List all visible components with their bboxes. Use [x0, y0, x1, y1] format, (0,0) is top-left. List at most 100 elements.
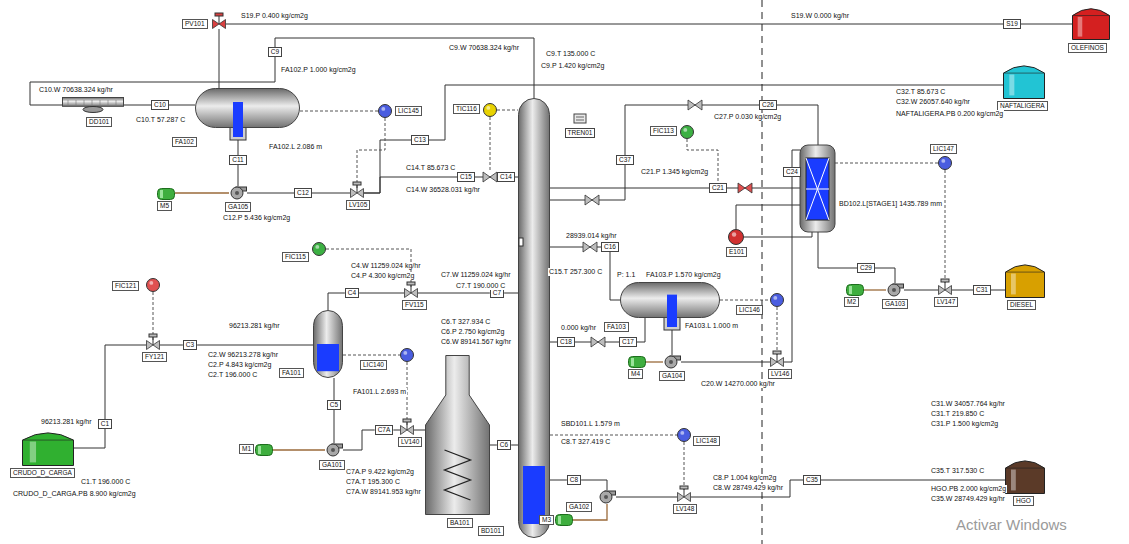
pipe-line: [681, 362, 770, 363]
pipe-line: [414, 430, 425, 431]
pipe-line: [818, 232, 858, 268]
control-valve: PV101: [212, 19, 226, 29]
horizontal-drum: FA102: [195, 88, 300, 128]
stream-value: FA103.L 1.000 m: [684, 322, 739, 330]
signal-line: [550, 435, 677, 436]
equipment-tag: LIC140: [360, 360, 387, 370]
storage-tank: CRUDO_D_CARGA: [22, 430, 74, 466]
tank-body: [23, 433, 74, 466]
controller: FIC121: [146, 278, 160, 292]
equipment-tag: FA102: [172, 137, 197, 147]
pipe-line: [616, 497, 677, 498]
stream-value: C7A.T 195.300 C: [345, 478, 401, 486]
energy-line: [273, 449, 325, 450]
pipe-line: [160, 345, 183, 346]
pipe-line: [691, 480, 803, 497]
pipe-line: [197, 345, 313, 346]
drum-liquid: [233, 102, 243, 137]
pipe-line: [821, 480, 1005, 481]
motor-icon: [157, 188, 175, 200]
stream-value: HGO.PB 2.000 kg/cm2g: [930, 485, 1007, 493]
stream-tag: C1: [98, 419, 112, 429]
controller-shine: [381, 107, 385, 111]
controller-bubble: [484, 104, 497, 117]
valve-body: [678, 493, 691, 502]
equipment-tag: LV140: [398, 437, 422, 447]
valve-stem: [411, 285, 412, 293]
controller: LIC140: [400, 348, 414, 362]
stream-tag: C5: [327, 400, 341, 410]
vertical-drum-icon: [313, 310, 343, 378]
tag-text: C35: [806, 476, 818, 483]
energy-line: [646, 361, 663, 362]
controller-icon: [378, 104, 392, 118]
equipment-tag: OLEFINOS: [1068, 43, 1107, 53]
area-divider: [762, 0, 763, 544]
pipe-line: [504, 293, 518, 294]
controller-icon: [146, 278, 160, 292]
stream-tag: C3: [183, 340, 197, 350]
motor-body: [556, 515, 573, 526]
pump-eye: [331, 448, 335, 452]
stream-value: FA101.L 2.693 m: [352, 388, 407, 396]
stream-value: 28939.014 kg/hr: [565, 232, 618, 240]
stream-value: FA102.L 2.086 m: [268, 143, 323, 151]
motor-icon: [628, 356, 646, 368]
stream-tag: C18: [557, 337, 575, 347]
controller: FIC115: [312, 242, 326, 256]
valve-symbol: [583, 242, 597, 252]
tank-body: [1006, 461, 1045, 494]
pipe-line: [74, 429, 105, 448]
valve-stem: [153, 337, 154, 345]
pipe-line: [359, 293, 404, 294]
stream-value: 96213.281 kg/hr: [228, 322, 281, 330]
stream-value: C21.P 1.345 kg/cm2g: [640, 168, 709, 176]
tag-text: C11: [232, 156, 243, 163]
motor-body: [847, 285, 864, 296]
train-icon: [574, 114, 586, 123]
pipe-line: [247, 193, 294, 194]
controller-icon: [483, 103, 497, 117]
controller: LIC147: [938, 156, 952, 170]
equipment-tag: M3: [539, 515, 554, 525]
controller-shine: [403, 351, 407, 355]
tag-text: TREN01: [568, 129, 593, 136]
controller-icon: [680, 125, 694, 139]
stream-value: C35.T 317.530 C: [930, 467, 985, 475]
pipe-line: [736, 205, 800, 229]
stream-value: C2.P 4.843 kg/cm2g: [207, 361, 272, 369]
motor-icon: [255, 444, 273, 456]
tag-text: C9: [271, 48, 279, 55]
signal-line: [687, 139, 718, 183]
pump-casing: [600, 491, 612, 503]
valve-stem: [357, 185, 358, 193]
valve-body: [401, 426, 414, 435]
stream-value: C35.W 28749.429 kg/hr: [930, 495, 1006, 503]
equipment-tag: LV146: [768, 369, 792, 379]
motor: M4: [628, 356, 646, 368]
stream-tag: C17: [619, 337, 637, 347]
cooler-body: [63, 98, 124, 107]
stream-value: 0.000 kg/hr: [560, 324, 597, 332]
equipment-tag: GA105: [225, 202, 251, 212]
motor-body: [158, 189, 175, 200]
tank-shine: [1011, 274, 1016, 295]
control-valve-icon: [212, 19, 226, 29]
stripper-packing: [806, 158, 829, 220]
motor-band: [631, 358, 634, 366]
fired-heater: BA101: [425, 355, 490, 515]
tag-text: C16: [604, 243, 616, 250]
pipe-line: [952, 290, 973, 291]
stream-value: C31.W 34057.764 kg/hr: [930, 400, 1006, 408]
tank-body: [1006, 265, 1045, 298]
signal-line: [777, 307, 778, 357]
valve-symbol: [483, 172, 497, 182]
pump-icon: [598, 490, 616, 504]
pump-eye: [892, 288, 896, 292]
tag-text: C5: [330, 401, 338, 408]
stream-value: S19.P 0.400 kg/cm2g: [240, 12, 309, 20]
column-feed-box: [519, 238, 523, 246]
stream-value: C9.W 70638.324 kg/hr: [448, 44, 520, 52]
valve-actuator: [941, 279, 949, 282]
control-valve-icon: [770, 357, 784, 367]
